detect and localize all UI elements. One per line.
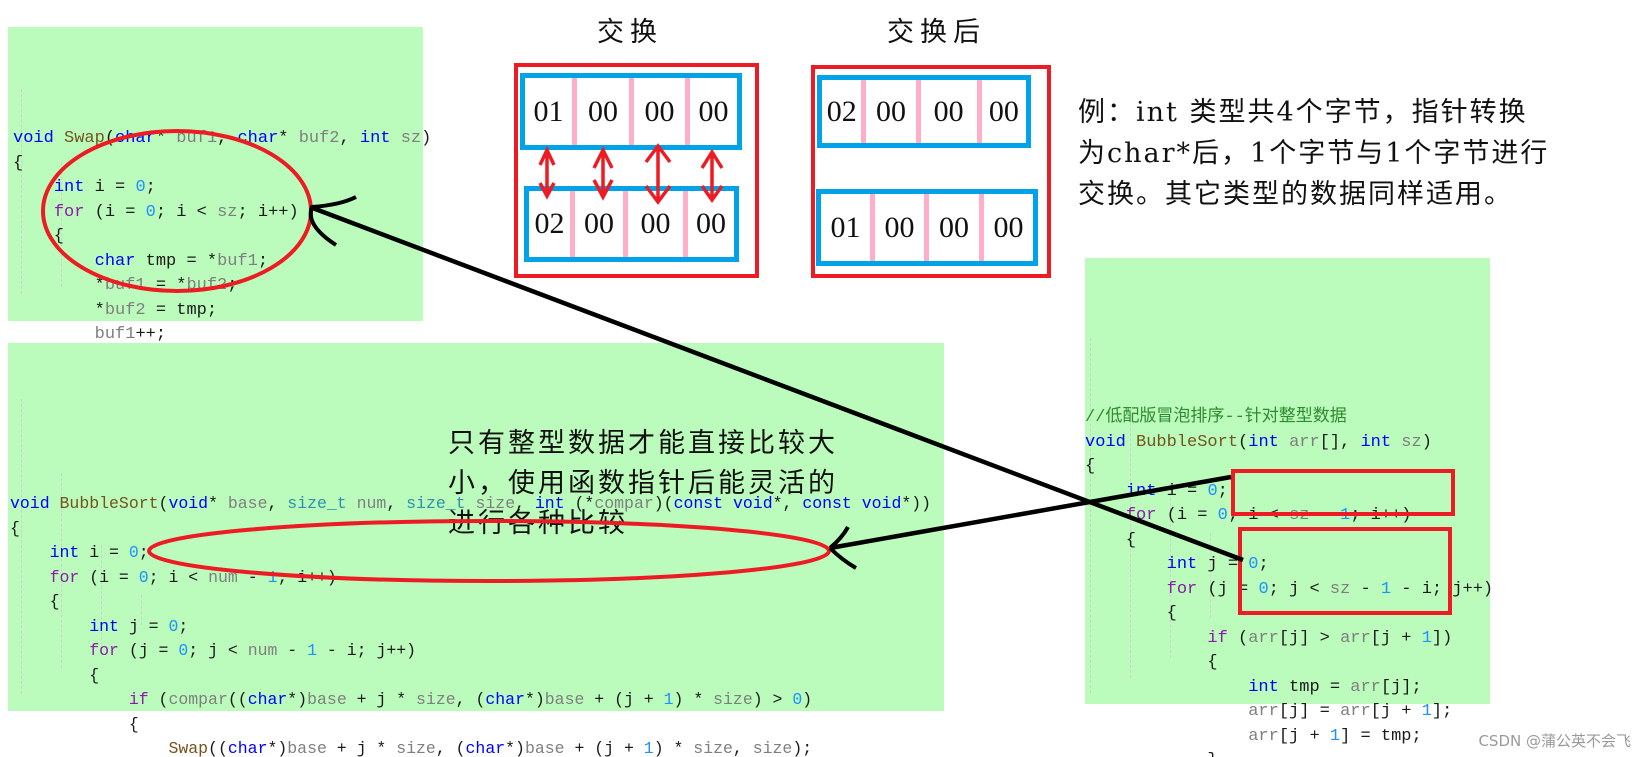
byte-cell: 00 — [577, 78, 634, 145]
indent-guide — [141, 595, 142, 625]
indent-guide — [21, 89, 22, 294]
code-line: int tmp = arr[j]; — [1248, 677, 1422, 697]
code-line: if (compar((char*)base + j * size, (char… — [128, 690, 813, 709]
code-line: arr[j + 1] = tmp; — [1248, 726, 1422, 746]
csdn-watermark: CSDN @蒲公英不会飞 — [1478, 732, 1631, 750]
comparison-highlight-box — [1231, 469, 1455, 516]
byte-swap-explanation: 例：int 类型共4个字节，指针转换 为char*后，1个字节与1个字节进行 交… — [1078, 92, 1549, 215]
code-line: for (j = 0; j < num - 1 - i; j++) — [89, 641, 417, 660]
byte-cell: 01 — [525, 78, 577, 145]
code-line: //低配版冒泡排序--针对整型数据 — [1085, 408, 1347, 427]
code-line: int i = 0; — [53, 178, 156, 197]
code-line: for (i = 0; i < num - 1; i++) — [49, 567, 337, 587]
byte-cell: 00 — [875, 194, 929, 261]
swap-before-title: 交换 — [597, 17, 663, 48]
code-line: int j = 0; — [89, 616, 189, 636]
byte-cell: 00 — [575, 191, 628, 257]
code-line: *buf1 = *buf2; — [13, 276, 238, 295]
note-line: 进行各种比较 — [448, 508, 628, 539]
code-line: for (j = 0; j < sz - 1 - i; j++) — [1166, 579, 1494, 599]
indent-guide — [1170, 483, 1171, 658]
swap-logic-highlight-box — [1238, 527, 1452, 615]
indent-guide — [1210, 533, 1211, 618]
byte-row-before-bottom: 02 00 00 00 — [524, 186, 739, 262]
byte-cell: 00 — [921, 80, 982, 143]
code-line: int i = 0; — [49, 543, 149, 562]
code-line: buf1++; — [94, 325, 167, 344]
code-line: void BubbleSort(int arr[], int sz) — [1085, 432, 1432, 452]
code-line: for (i = 0; i < sz; i++) — [53, 202, 299, 222]
byte-cell: 01 — [821, 194, 875, 261]
byte-cell: 02 — [529, 191, 575, 257]
indent-guide — [61, 473, 62, 668]
note-line: 小，使用函数指针后能灵活的 — [448, 468, 838, 499]
code-line: void Swap(char* buf1, char* buf2, int sz… — [13, 129, 432, 148]
byte-row-before-top: 01 00 00 00 — [520, 73, 742, 150]
byte-cell: 02 — [822, 80, 867, 143]
function-pointer-explanation: 只有整型数据才能直接比较大 小，使用函数指针后能灵活的 进行各种比较 — [448, 424, 838, 544]
byte-cell: 00 — [696, 207, 726, 240]
code-line: Swap((char*)base + j * size, (char*)base… — [168, 739, 813, 757]
byte-cell: 00 — [993, 210, 1024, 244]
byte-row-after-top: 02 00 00 00 — [817, 75, 1031, 148]
code-line: { — [13, 153, 24, 173]
code-line: { — [10, 518, 20, 538]
note-line: 交换。其它类型的数据同样适用。 — [1078, 179, 1513, 210]
code-line: arr[j] = arr[j + 1]; — [1248, 702, 1453, 721]
note-line: 只有整型数据才能直接比较大 — [448, 428, 838, 459]
byte-cell: 00 — [988, 94, 1019, 128]
code-line: } — [1085, 749, 1490, 757]
byte-cell: 00 — [628, 191, 688, 257]
note-line: 例：int 类型共4个字节，指针转换 — [1078, 97, 1528, 128]
code-line: { — [10, 592, 60, 611]
code-line: { — [10, 665, 100, 685]
indent-guide — [101, 545, 102, 645]
code-line: { — [10, 714, 139, 734]
code-line: *buf2 = tmp; — [13, 300, 218, 320]
swap-after-title: 交换后 — [887, 17, 986, 48]
code-line: { — [1085, 653, 1218, 672]
byte-cell: 00 — [866, 80, 921, 143]
code-line: { — [13, 227, 65, 246]
note-line: 为char*后，1个字节与1个字节进行 — [1078, 138, 1550, 169]
byte-cell: 00 — [698, 94, 729, 128]
code-line: { — [1085, 604, 1177, 623]
byte-cell: 00 — [634, 78, 690, 145]
code-line: char tmp = *buf1; — [94, 251, 269, 271]
indent-guide — [21, 399, 22, 694]
byte-row-after-bottom: 01 00 00 00 — [816, 189, 1038, 266]
code-line: if (arr[j] > arr[j + 1]) — [1207, 628, 1453, 648]
swap-function-code-panel: void Swap(char* buf1, char* buf2, int sz… — [8, 27, 432, 418]
byte-cell: 00 — [929, 194, 984, 261]
